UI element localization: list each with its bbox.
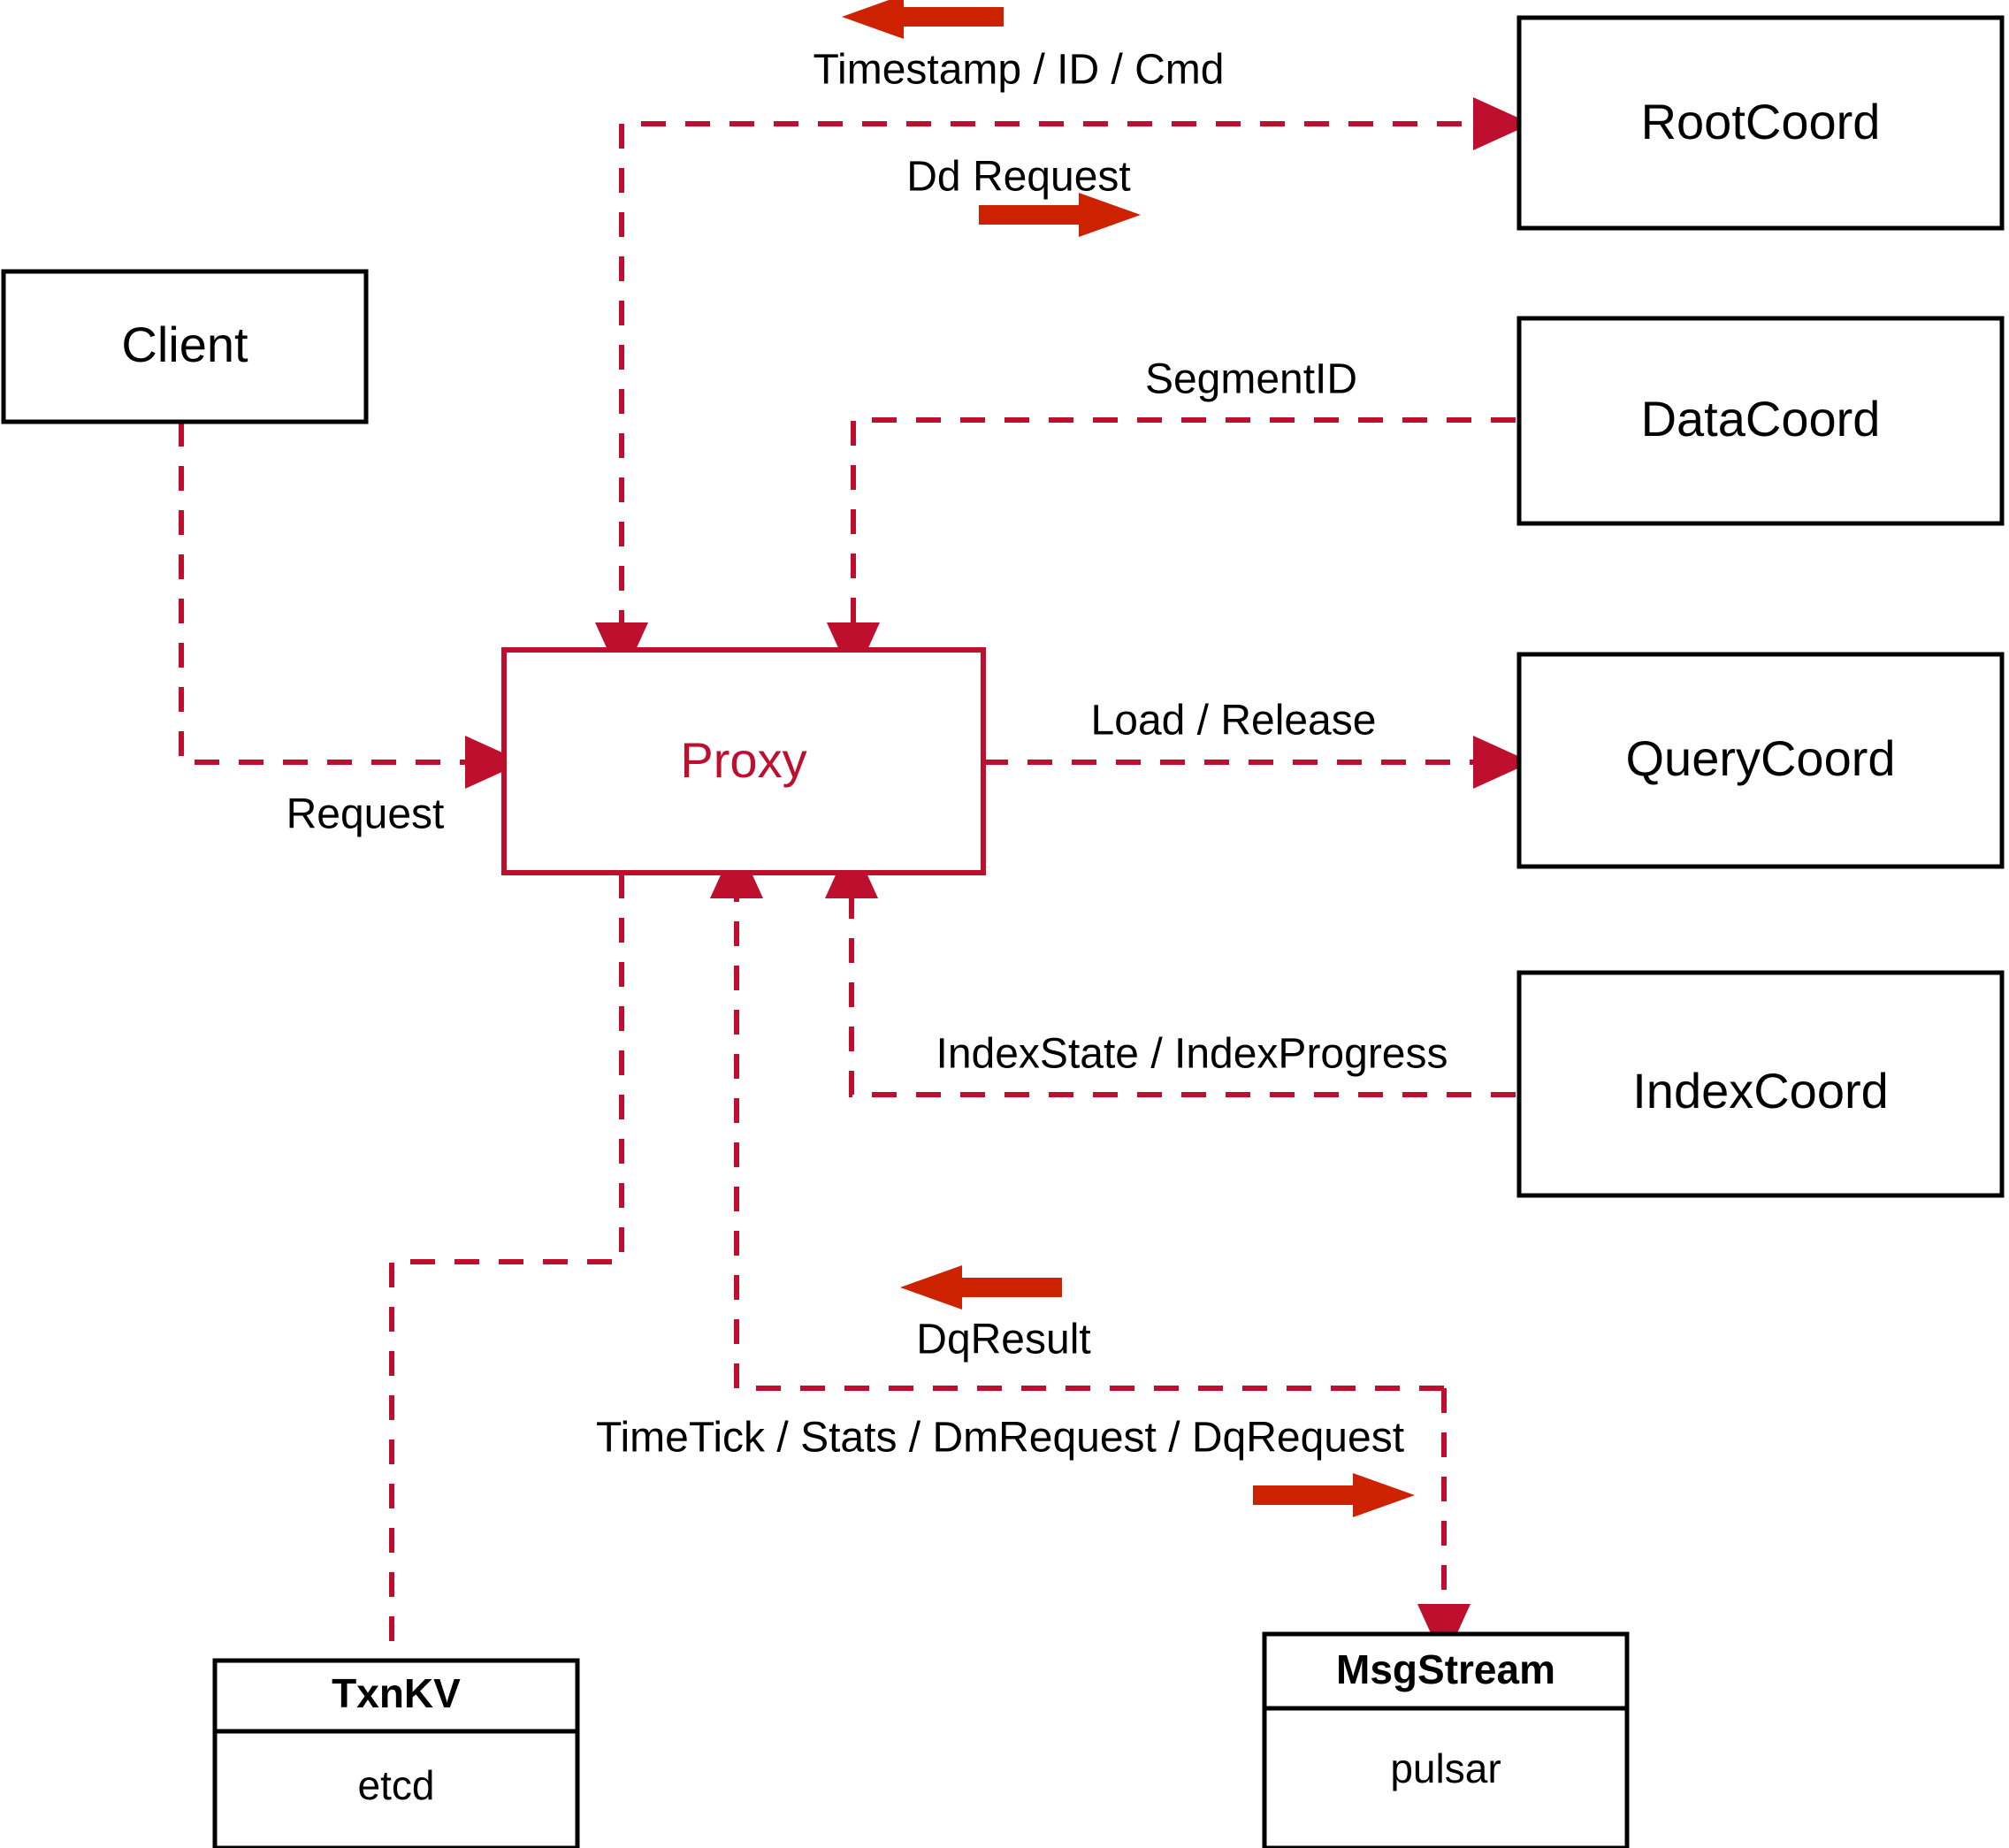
node-querycoord-label: QueryCoord — [1625, 730, 1895, 786]
node-datacoord[interactable]: DataCoord — [1516, 316, 2005, 526]
node-client[interactable]: Client — [1, 269, 369, 424]
edge-label-index-state-progress: IndexState / IndexProgress — [936, 1031, 1448, 1078]
node-datacoord-label: DataCoord — [1641, 391, 1881, 447]
node-client-label: Client — [121, 317, 248, 372]
node-msgstream-body: pulsar — [1390, 1745, 1501, 1791]
dq-result-direction-arrow-icon — [900, 1265, 1062, 1310]
edge-label-segment-id: SegmentID — [1145, 356, 1357, 403]
edge-label-request: Request — [286, 791, 445, 838]
edge-msgstream-to-proxy — [710, 840, 1444, 1391]
edge-label-load-release: Load / Release — [1091, 698, 1377, 745]
node-txnkv[interactable]: TxnKV etcd — [212, 1658, 580, 1848]
node-msgstream-header: MsgStream — [1336, 1646, 1555, 1692]
dm-dq-request-direction-arrow-icon — [1253, 1473, 1415, 1517]
edge-client-to-proxy — [179, 422, 523, 789]
edge-proxy-to-rootcoord — [595, 97, 1532, 681]
dd-request-direction-arrow-icon — [979, 193, 1141, 237]
node-rootcoord[interactable]: RootCoord — [1516, 15, 2005, 231]
edge-label-dq-result: DqResult — [916, 1317, 1090, 1363]
node-txnkv-header: TxnKV — [332, 1670, 461, 1716]
node-msgstream[interactable]: MsgStream pulsar — [1262, 1631, 1630, 1848]
node-querycoord[interactable]: QueryCoord — [1516, 652, 2005, 869]
edge-label-timestamp-id-cmd: Timestamp / ID / Cmd — [814, 47, 1225, 94]
timestamp-direction-arrow-icon — [842, 0, 1004, 39]
edge-datacoord-to-proxy — [827, 417, 1516, 681]
node-rootcoord-label: RootCoord — [1641, 94, 1881, 149]
edge-proxy-to-txnkv — [389, 874, 624, 1658]
node-indexcoord[interactable]: IndexCoord — [1516, 970, 2005, 1198]
edge-label-dd-request: Dd Request — [906, 154, 1130, 201]
node-proxy-label: Proxy — [680, 732, 806, 788]
node-indexcoord-label: IndexCoord — [1632, 1063, 1889, 1119]
edge-label-timetick-stats: TimeTick / Stats / DmRequest / DqRequest — [596, 1415, 1404, 1462]
node-proxy[interactable]: Proxy — [501, 647, 986, 875]
node-txnkv-body: etcd — [358, 1762, 435, 1808]
